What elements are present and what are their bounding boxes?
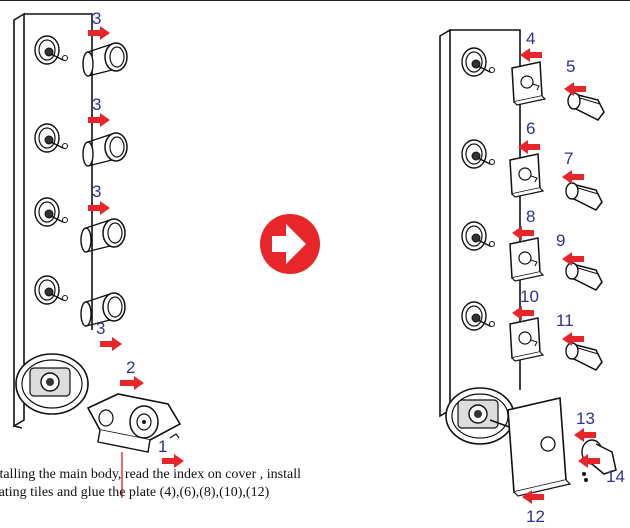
left-arrows <box>88 26 184 468</box>
callout-3d: 3 <box>96 319 105 338</box>
arrow-9 <box>562 252 584 266</box>
callout-2: 2 <box>126 358 135 377</box>
caption-line-2: rating tiles and glue the plate (4),(6),… <box>0 485 270 500</box>
arrow-5 <box>564 82 586 96</box>
right-arrow-circle-icon <box>260 214 320 274</box>
left-valve-3 <box>34 197 69 227</box>
callout-3c: 3 <box>92 182 101 201</box>
callout-13: 13 <box>576 409 595 428</box>
plate-12 <box>507 397 572 497</box>
left-callouts: 3 3 3 3 2 1 <box>92 9 167 456</box>
arrow-6 <box>518 140 540 154</box>
left-sleeve-1 <box>82 42 128 77</box>
left-sleeve-3 <box>80 218 126 253</box>
callout-12: 12 <box>526 507 545 526</box>
arrow-14 <box>578 454 600 468</box>
handle-9 <box>565 262 603 291</box>
callout-8: 8 <box>526 207 535 226</box>
callout-5: 5 <box>566 57 575 76</box>
handle-7 <box>565 182 603 211</box>
arrow-13 <box>574 428 596 442</box>
callout-9: 9 <box>556 231 565 250</box>
callout-6: 6 <box>526 119 535 138</box>
left-valve-2 <box>34 123 69 153</box>
arrow-3a <box>88 26 110 40</box>
right-valve-3 <box>461 221 496 251</box>
callout-1: 1 <box>158 437 167 456</box>
arrow-2 <box>120 376 144 390</box>
left-main-valve-body <box>15 353 89 415</box>
arrow-10 <box>512 306 534 320</box>
handle-5 <box>567 92 605 121</box>
arrow-3b <box>88 113 110 127</box>
left-sleeve-2 <box>82 132 128 167</box>
plate-6 <box>509 153 544 198</box>
arrow-8 <box>512 226 534 240</box>
callout-7: 7 <box>564 149 573 168</box>
callout-14: 14 <box>606 467 625 486</box>
left-valve-4 <box>34 275 69 305</box>
left-valve-1 <box>34 35 69 65</box>
callout-3a: 3 <box>92 9 101 28</box>
callout-11: 11 <box>556 311 574 330</box>
arrow-12 <box>522 490 544 504</box>
right-valve-2 <box>461 139 496 169</box>
arrow-7 <box>562 170 584 184</box>
handle-11 <box>565 342 603 371</box>
callout-10: 10 <box>520 287 539 306</box>
arrow-4 <box>520 48 542 62</box>
callout-3b: 3 <box>92 95 101 114</box>
right-callouts: 4 5 6 7 8 9 10 11 13 14 12 <box>520 29 625 526</box>
arrow-3c <box>88 201 110 215</box>
left-wall-plate <box>13 12 93 429</box>
right-valve-4 <box>461 301 496 331</box>
right-main-valve-body <box>445 387 515 445</box>
arrow-3d <box>100 337 122 351</box>
plate-8 <box>509 237 544 282</box>
arrow-11 <box>562 332 584 346</box>
caption-line-1: stalling the main body, read the index o… <box>0 467 302 482</box>
plate-10 <box>509 317 544 362</box>
callout-4: 4 <box>526 29 535 48</box>
left-main-cover <box>86 393 182 498</box>
right-arrows <box>512 48 600 504</box>
arrow-1 <box>162 454 184 468</box>
plate-4 <box>511 61 546 106</box>
right-valve-1 <box>461 47 496 77</box>
